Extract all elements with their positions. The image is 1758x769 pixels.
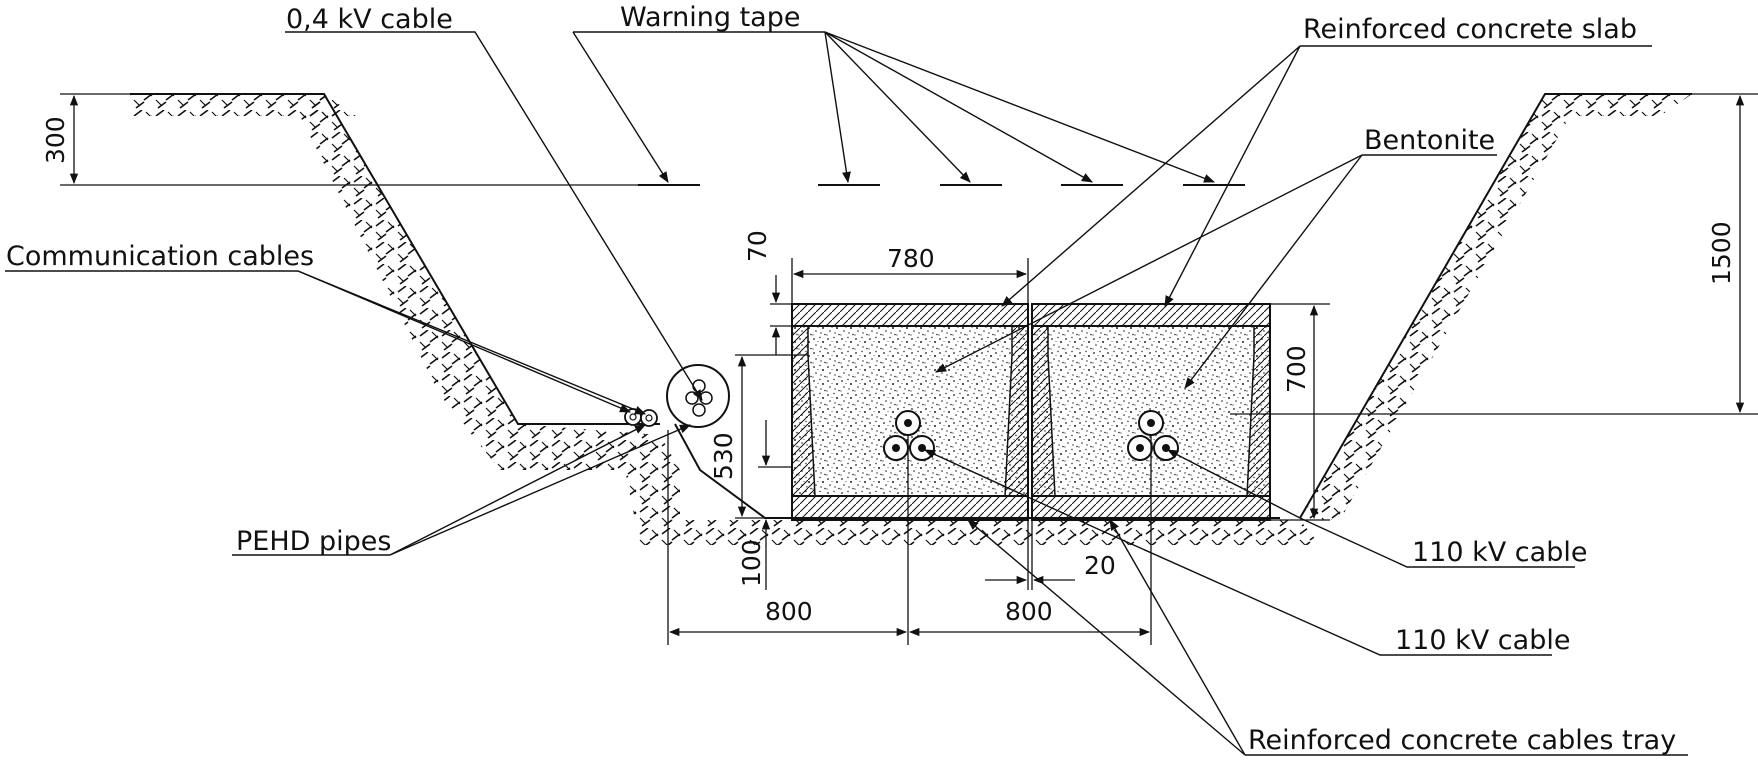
cable-tray-left xyxy=(791,303,1029,521)
label-110kv-cable-upper: 110 kV cable xyxy=(1412,537,1587,568)
label-pehd-pipes: PEHD pipes xyxy=(236,526,391,557)
dim-800-right: 800 xyxy=(1005,597,1053,626)
dim-700: 700 xyxy=(1282,345,1311,393)
label-bentonite: Bentonite xyxy=(1364,125,1495,156)
dim-100: 100 xyxy=(737,539,766,587)
cable-04kv-pipe xyxy=(666,364,730,428)
cable-110kv-right xyxy=(1127,410,1179,461)
label-04kv-cable: 0,4 kV cable xyxy=(286,4,453,35)
dim-70: 70 xyxy=(743,230,772,262)
label-110kv-cable-lower: 110 kV cable xyxy=(1395,625,1570,656)
dim-1500: 1500 xyxy=(1707,221,1736,285)
dim-300: 300 xyxy=(41,116,70,164)
label-slab: Reinforced concrete slab xyxy=(1303,14,1637,45)
label-warning-tape: Warning tape xyxy=(620,2,800,33)
cable-110kv-left xyxy=(883,410,935,461)
leader-lines xyxy=(5,31,1688,756)
label-cables-tray: Reinforced concrete cables tray xyxy=(1248,725,1676,756)
dim-780: 780 xyxy=(887,244,935,273)
label-communication-cables: Communication cables xyxy=(6,241,314,272)
dim-530: 530 xyxy=(709,432,738,480)
dim-20: 20 xyxy=(1084,551,1116,580)
dimension-lines xyxy=(60,93,1758,645)
dim-800-left: 800 xyxy=(765,597,813,626)
